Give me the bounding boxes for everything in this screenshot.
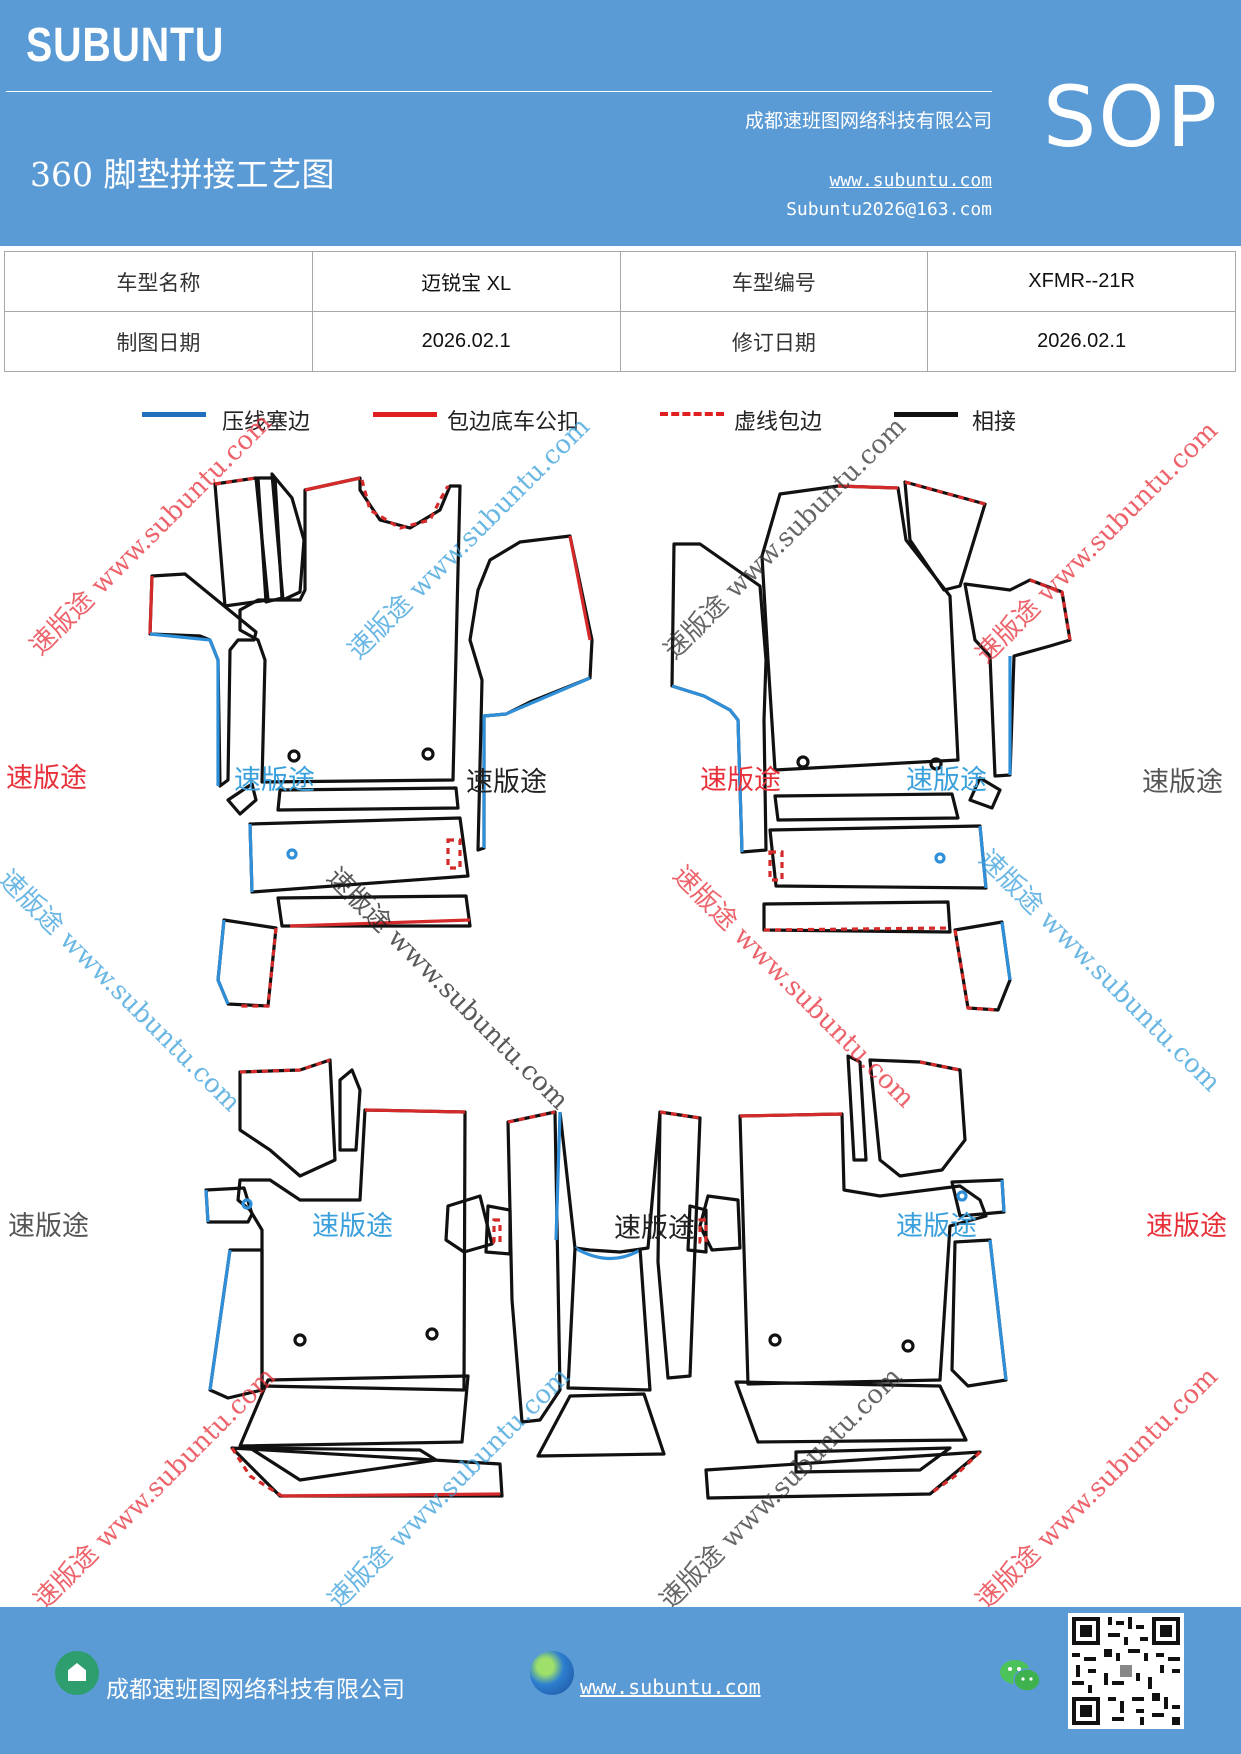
legend-swatch: [142, 412, 206, 417]
model-name-value: 迈锐宝 XL: [311, 251, 621, 312]
legend-swatch: [894, 412, 958, 417]
brand-logo: SUBUNTU: [26, 19, 225, 72]
sop-code: SOP: [1043, 68, 1220, 166]
mat-group-center-tunnel: [536, 1110, 742, 1458]
watermark-brand: 速版途: [312, 1211, 393, 1242]
watermark-brand: 速版途: [700, 765, 781, 796]
draw-date-value: 2026.02.1: [311, 311, 621, 372]
watermark-brand: 速版途: [6, 763, 87, 794]
wechat-icon: [1000, 1660, 1041, 1692]
revise-date-label: 修订日期: [619, 311, 929, 372]
info-table: 车型名称 迈锐宝 XL 车型编号 XFMR--21R 制图日期 2026.02.…: [4, 251, 1236, 372]
header-company: 成都速班图网络科技有限公司: [744, 110, 992, 132]
model-code-label: 车型编号: [619, 251, 929, 312]
header-divider: [6, 91, 992, 92]
legend-label: 压线塞边: [222, 410, 311, 435]
document-title: 360 脚垫拼接工艺图: [30, 155, 335, 194]
footer-banner: 成都速班图网络科技有限公司 www.subuntu.com: [0, 1607, 1241, 1754]
footer-website-link[interactable]: www.subuntu.com: [580, 1675, 761, 1699]
legend-label: 包边底车公扣: [447, 410, 580, 435]
watermark-brand: 速版途: [1146, 1211, 1227, 1242]
mat-group-rear-left: [204, 1058, 562, 1498]
header-website-link[interactable]: www.subuntu.com: [829, 170, 992, 191]
legend-label: 虚线包边: [734, 410, 823, 435]
watermark-brand: 速版途: [906, 765, 987, 796]
header-email: Subuntu2026@163.com: [786, 199, 992, 220]
watermark-brand: 速版途: [234, 765, 315, 796]
watermark-brand: 速版途: [614, 1213, 695, 1244]
info-row: 制图日期 2026.02.1 修订日期 2026.02.1: [4, 311, 1236, 372]
watermark-brand: 速版途: [896, 1211, 977, 1242]
legend-swatch: [660, 412, 724, 416]
revise-date-value: 2026.02.1: [927, 311, 1236, 372]
footer-company: 成都速班图网络科技有限公司: [106, 1677, 405, 1703]
watermark-brand: 速版途: [8, 1211, 89, 1242]
header-banner: SUBUNTU 成都速班图网络科技有限公司 360 脚垫拼接工艺图 www.su…: [0, 0, 1241, 246]
mat-group-front-right: [670, 480, 1072, 1012]
model-name-label: 车型名称: [4, 251, 313, 312]
globe-icon: [530, 1651, 574, 1695]
draw-date-label: 制图日期: [4, 311, 313, 372]
watermark-brand: 速版途: [1142, 767, 1223, 798]
legend-swatch: [373, 412, 437, 417]
qr-code: [1068, 1613, 1184, 1729]
home-icon: [55, 1651, 99, 1695]
mat-group-rear-right: [704, 1054, 1008, 1500]
watermark-brand: 速版途: [466, 767, 547, 798]
mat-group-front-left: [148, 472, 594, 1008]
legend-label: 相接: [972, 410, 1017, 435]
